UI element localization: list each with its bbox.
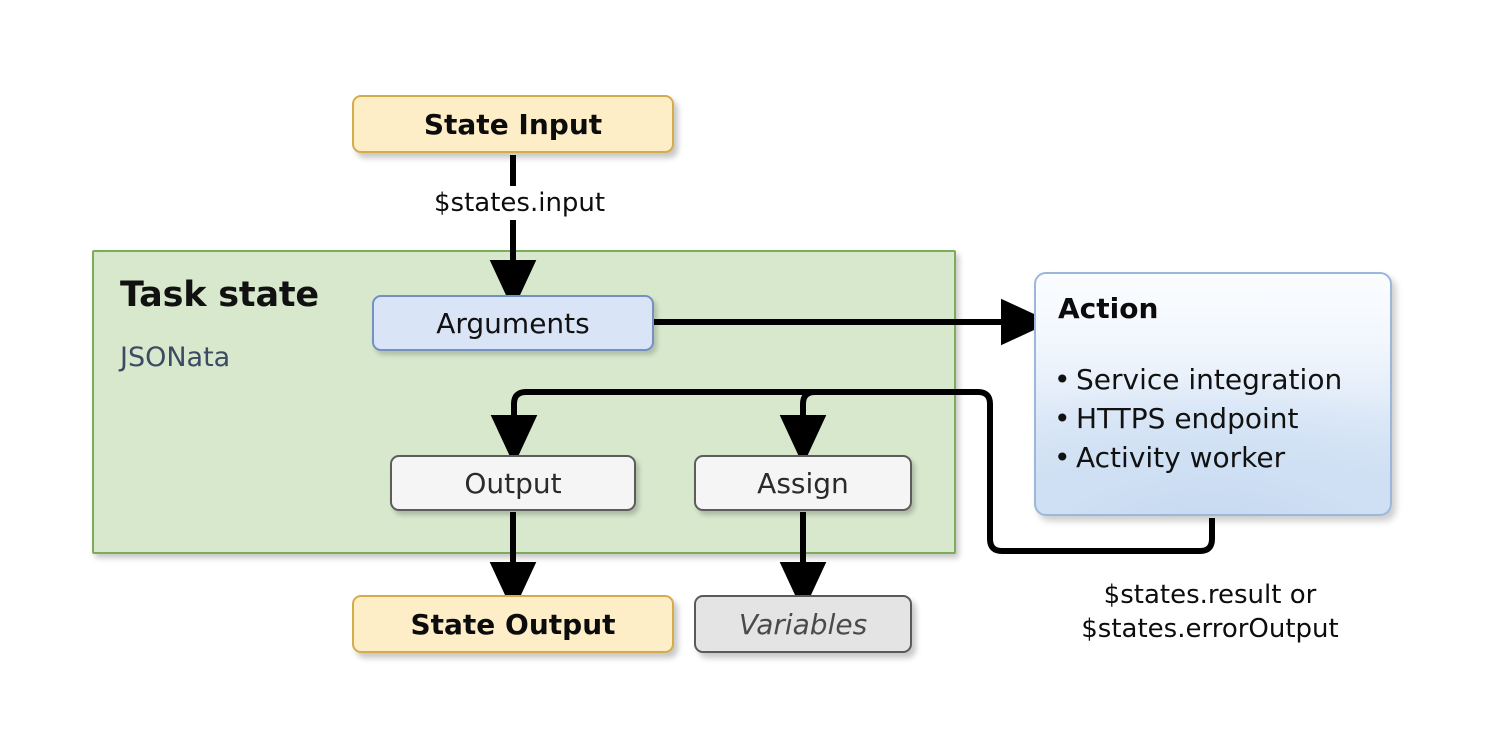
- node-output-label: Output: [464, 466, 562, 500]
- node-state-output-label: State Output: [410, 607, 616, 641]
- node-arguments[interactable]: Arguments: [372, 295, 654, 351]
- action-panel-list: • Service integration • HTTPS endpoint •…: [1054, 360, 1342, 477]
- bullet-icon: •: [1054, 363, 1071, 396]
- action-panel-title: Action: [1058, 292, 1159, 325]
- task-state-subtitle: JSONata: [120, 342, 231, 373]
- edge-label-states-result: $states.result or $states.errorOutput: [1060, 578, 1360, 646]
- edge-label-states-result-line2: $states.errorOutput: [1081, 614, 1339, 644]
- node-variables[interactable]: Variables: [694, 595, 912, 653]
- node-state-input-label: State Input: [423, 107, 603, 141]
- action-list-item: • Activity worker: [1054, 438, 1342, 477]
- bullet-icon: •: [1054, 441, 1071, 474]
- node-arguments-label: Arguments: [436, 306, 590, 340]
- action-list-item-label: Service integration: [1076, 363, 1343, 396]
- node-state-output[interactable]: State Output: [352, 595, 674, 653]
- bullet-icon: •: [1054, 402, 1071, 435]
- task-state-title: Task state: [120, 275, 319, 315]
- node-assign-label: Assign: [757, 466, 849, 500]
- action-list-item: • Service integration: [1054, 360, 1342, 399]
- node-variables-label: Variables: [738, 607, 868, 641]
- node-assign[interactable]: Assign: [694, 455, 912, 511]
- edge-label-states-result-line1: $states.result or: [1103, 580, 1317, 610]
- edge-label-states-input: $states.input: [428, 186, 612, 220]
- node-state-input[interactable]: State Input: [352, 95, 674, 153]
- action-list-item: • HTTPS endpoint: [1054, 399, 1342, 438]
- node-output[interactable]: Output: [390, 455, 636, 511]
- action-list-item-label: HTTPS endpoint: [1076, 402, 1299, 435]
- action-panel[interactable]: Action • Service integration • HTTPS end…: [1034, 272, 1392, 516]
- action-list-item-label: Activity worker: [1076, 441, 1286, 474]
